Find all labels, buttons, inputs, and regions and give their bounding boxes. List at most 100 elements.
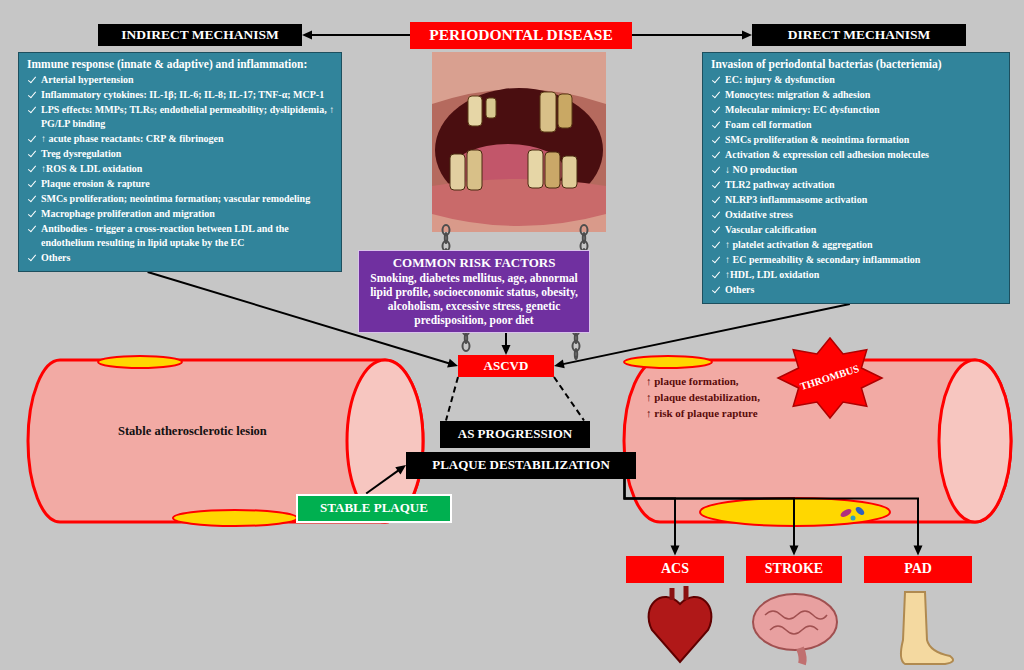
stage-box: PLAQUE DESTABILIZATION <box>406 452 636 479</box>
check-mark <box>712 270 720 279</box>
item-text: NLRP3 inflammasome activation <box>725 194 867 205</box>
check-mark <box>712 180 720 189</box>
heart-icon <box>649 586 712 662</box>
lesion-label: Stable atherosclerotic lesion <box>118 424 267 438</box>
list-item: ↑ROS & LDL oxidation <box>27 162 335 176</box>
arrow-head <box>302 31 312 40</box>
check-mark <box>712 150 720 159</box>
list-item: Inflammatory cytokines: IL-1β; IL-6; IL-… <box>27 88 335 102</box>
list-item: EC: injury & dysfunction <box>711 73 1003 87</box>
list-item: Antibodies - trigger a cross-reaction be… <box>27 222 335 250</box>
connector-line <box>625 479 919 548</box>
check-mark <box>28 224 36 233</box>
check-mark <box>28 179 36 188</box>
item-text: EC: injury & dysfunction <box>725 74 835 85</box>
plaque-box: STABLE PLAQUE <box>296 494 452 523</box>
connector <box>554 377 584 421</box>
mouth-photo <box>432 52 606 232</box>
item-text: Inflammatory cytokines: IL-1β; IL-6; IL-… <box>41 89 324 100</box>
list-item: Others <box>711 283 1003 297</box>
list-item: ↑HDL, LDL oxidation <box>711 268 1003 282</box>
check-mark <box>712 255 720 264</box>
panel-heading: Immune response (innate & adaptive) and … <box>27 57 335 71</box>
mechanism-panel: Invasion of periodontal bacterias (bacte… <box>702 52 1010 304</box>
connector <box>302 31 410 40</box>
box-text: PAD <box>904 561 932 577</box>
effect-label: ↑ plaque formation, <box>646 374 739 388</box>
check-mark <box>712 195 720 204</box>
connector-line <box>632 34 744 36</box>
item-text: LPS effects: MMPs; TLRs; endothelial per… <box>41 104 334 129</box>
thrombus-label: THROMBUS <box>799 362 862 394</box>
stage-box: AS PROGRESSION <box>440 421 590 448</box>
list-item: Vascular calcification <box>711 223 1003 237</box>
list-item: LPS effects: MMPs; TLRs; endothelial per… <box>27 103 335 131</box>
disease-header: PERIODONTAL DISEASE <box>410 22 632 49</box>
leg-icon <box>901 592 953 664</box>
item-text: ↓ NO production <box>725 164 797 175</box>
box-text: PERIODONTAL DISEASE <box>429 26 613 44</box>
connector <box>625 479 799 556</box>
list-item: Oxidative stress <box>711 208 1003 222</box>
connector <box>632 31 752 40</box>
box-text: PLAQUE DESTABILIZATION <box>432 457 610 473</box>
arrow-head <box>502 345 511 355</box>
check-mark <box>712 165 720 174</box>
list-item: Plaque erosion & rapture <box>27 177 335 191</box>
panel-heading: Invasion of periodontal bacterias (bacte… <box>711 57 1003 71</box>
box-text: STROKE <box>765 561 823 577</box>
arrow-head <box>554 360 565 369</box>
arrow-head <box>742 31 752 40</box>
list-item: Others <box>27 251 335 265</box>
box-text: ACS <box>661 561 689 577</box>
box-text: STABLE PLAQUE <box>320 500 428 516</box>
list-item: Macrophage proliferation and migration <box>27 207 335 221</box>
list-item: ↑ EC permeability & secondary inflammati… <box>711 253 1003 267</box>
thrombus-star <box>778 338 882 418</box>
box-text: DIRECT MECHANISM <box>788 27 931 43</box>
list-item: Foam cell formation <box>711 118 1003 132</box>
list-item: SMCs proliferation & neointima formation <box>711 133 1003 147</box>
list-item: ↑ acute phase reactants: CRP & fibrinoge… <box>27 132 335 146</box>
connector <box>625 479 680 556</box>
arrow-head <box>395 465 406 474</box>
list-item: Activation & expression cell adhesion mo… <box>711 148 1003 162</box>
connector-line <box>366 470 399 494</box>
item-text: Activation & expression cell adhesion mo… <box>725 149 929 160</box>
item-text: ↑ acute phase reactants: CRP & fibrinoge… <box>41 133 224 144</box>
check-mark <box>28 90 36 99</box>
check-mark <box>712 285 720 294</box>
check-mark <box>712 240 720 249</box>
effect-label: ↑ plaque destabilization, <box>646 390 760 404</box>
item-text: SMCs proliferation; neointima formation;… <box>41 193 310 204</box>
item-text: Vascular calcification <box>725 224 816 235</box>
connector-line <box>310 34 410 36</box>
check-mark <box>28 194 36 203</box>
connector <box>625 479 923 556</box>
mechanism-header: INDIRECT MECHANISM <box>98 24 302 46</box>
connector-line <box>446 377 458 421</box>
check-mark <box>712 75 720 84</box>
risk-box: COMMON RISK FACTORSSmoking, diabetes mel… <box>358 250 590 333</box>
check-mark <box>712 90 720 99</box>
box-heading: COMMON RISK FACTORS <box>365 255 583 271</box>
event-box: STROKE <box>746 556 842 583</box>
effect-label: ↑ risk of plaque rapture <box>646 406 758 420</box>
check-mark <box>28 134 36 143</box>
connector-line <box>505 333 507 347</box>
item-text: Plaque erosion & rapture <box>41 178 150 189</box>
item-text: Foam cell formation <box>725 119 812 130</box>
check-mark <box>28 149 36 158</box>
outcome-box: ASCVD <box>458 355 554 377</box>
box-text: AS PROGRESSION <box>458 426 573 442</box>
item-text: Others <box>41 252 70 263</box>
list-item: ↓ NO production <box>711 163 1003 177</box>
item-text: TLR2 pathway activation <box>725 179 834 190</box>
check-mark <box>712 105 720 114</box>
arrow-head <box>671 546 680 556</box>
item-text: Arterial hypertension <box>41 74 134 85</box>
item-text: Others <box>725 284 754 295</box>
item-text: Treg dysregulation <box>41 148 121 159</box>
item-text: ↑ROS & LDL oxidation <box>41 163 142 174</box>
